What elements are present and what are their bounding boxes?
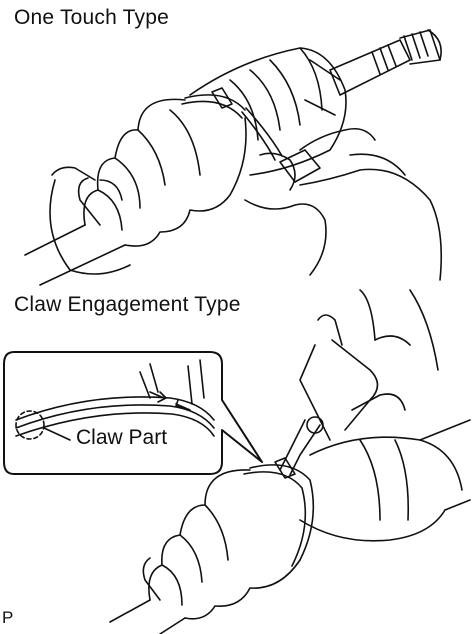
title-one-touch-type: One Touch Type — [14, 6, 169, 29]
title-claw-engagement-type: Claw Engagement Type — [14, 293, 241, 316]
hand — [317, 289, 439, 371]
corner-mark: P — [2, 608, 14, 627]
hand-with-pliers — [49, 127, 443, 281]
one-touch-illustration — [24, 29, 443, 286]
rubber-boot — [83, 98, 247, 247]
boot-clamp-band-lower — [243, 457, 315, 567]
claw-part-label: Claw Part — [76, 426, 168, 449]
boot-clamp-band — [181, 87, 283, 161]
rubber-boot-lower — [148, 469, 301, 620]
spline-shaft — [329, 29, 442, 96]
claw-engagement-illustration — [3, 289, 471, 634]
pliers — [279, 339, 406, 476]
axle-shaft-lower — [109, 557, 186, 634]
axle-shaft — [24, 177, 126, 286]
joint-housing — [189, 47, 347, 176]
detail-callout-box — [3, 351, 263, 475]
joint-housing-lower — [299, 419, 471, 542]
